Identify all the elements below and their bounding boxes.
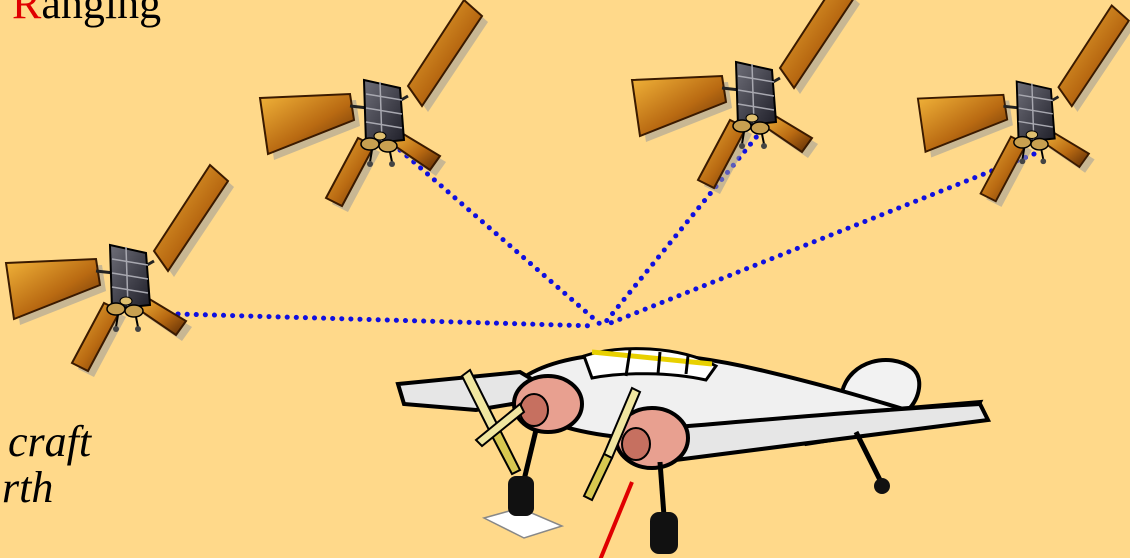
airplane-icon [395, 347, 992, 554]
slide-title: Ranging [12, 0, 161, 29]
satellite-icon [630, 0, 862, 196]
ranging-line-4 [605, 151, 1037, 327]
caption-line-1: craft [8, 417, 92, 466]
satellite-icon [916, 4, 1130, 209]
satellite-icon [258, 0, 490, 214]
title-initial: R [12, 0, 42, 28]
ranging-line-2 [397, 147, 603, 327]
ranging-line-3 [601, 127, 765, 327]
ranging-line-1 [175, 311, 599, 329]
title-rest: anging [41, 0, 162, 28]
satellite-icon [4, 163, 236, 379]
red-range-line [598, 481, 634, 558]
ranging-lines [175, 127, 1037, 329]
caption-line-2: rth [2, 463, 54, 512]
